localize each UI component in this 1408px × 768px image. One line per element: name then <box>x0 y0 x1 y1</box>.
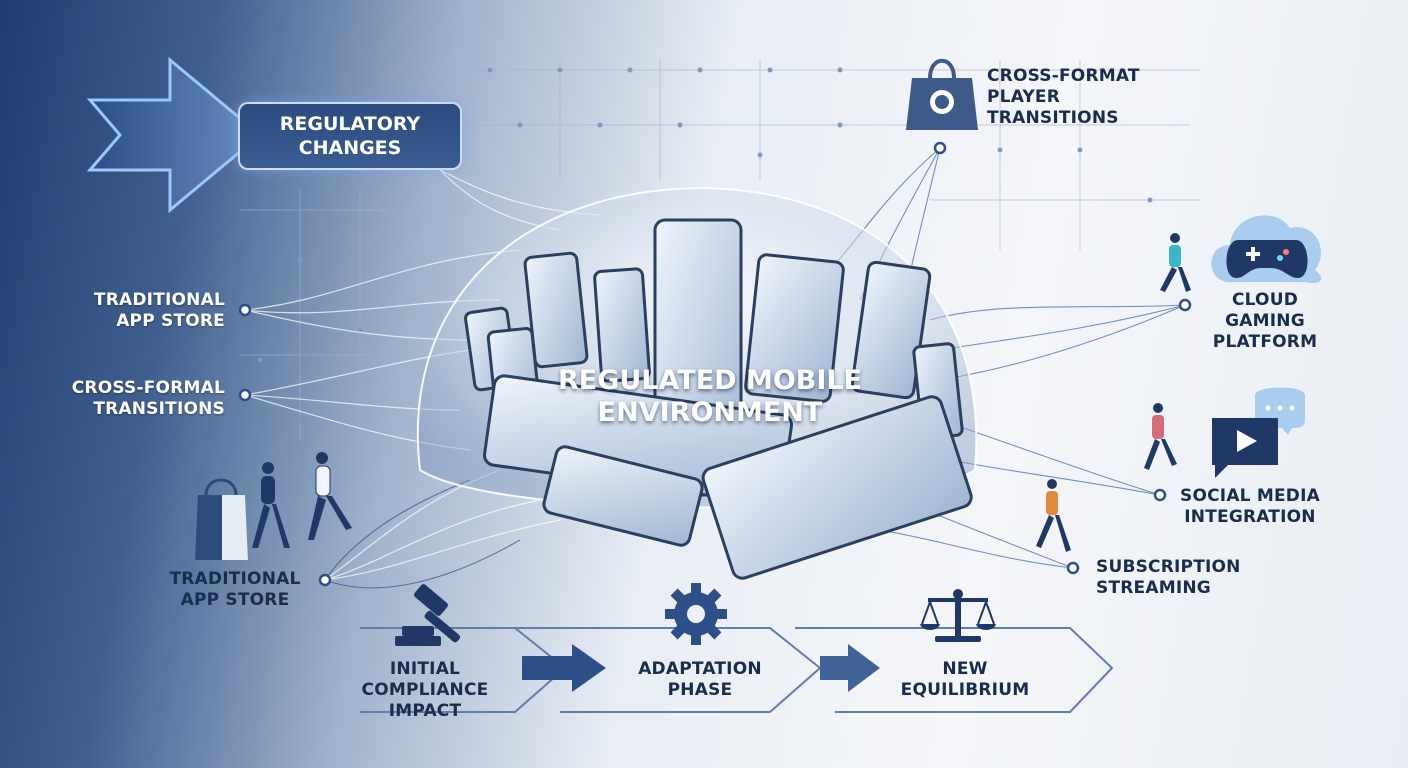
phase-adaptation: ADAPTATION PHASE <box>638 659 762 700</box>
label-subscription-streaming: SUBSCRIPTION STREAMING <box>1096 557 1241 598</box>
people-figures <box>252 233 1191 552</box>
phase-arrow-1 <box>522 644 606 692</box>
label-cross-formal-transitions: CROSS-FORMAL TRANSITIONS <box>71 378 225 419</box>
gear-icon <box>665 583 727 645</box>
cloud-gamepad-icon <box>1211 215 1322 284</box>
label-traditional-app-store-top: TRADITIONAL APP STORE <box>93 290 225 331</box>
regulatory-changes-label: REGULATORY CHANGES <box>279 113 421 159</box>
regulated-mobile-environment-title: REGULATED MOBILE ENVIRONMENT <box>557 365 863 428</box>
phase-initial-compliance-impact: INITIAL COMPLIANCE IMPACT <box>361 659 489 721</box>
shopping-bag-icon-bottom <box>195 478 248 560</box>
regulatory-arrow <box>86 56 263 214</box>
connection-nodes <box>238 141 1192 587</box>
label-cross-format-player-transitions: CROSS-FORMAT PLAYER TRANSITIONS <box>987 66 1140 128</box>
gavel-icon <box>395 584 461 646</box>
label-cloud-gaming-platform: CLOUD GAMING PLATFORM <box>1212 290 1318 352</box>
regulatory-changes-banner: REGULATORY CHANGES <box>240 104 460 168</box>
video-chat-icon <box>1212 387 1305 478</box>
device-cluster <box>464 218 973 580</box>
phase-new-equilibrium: NEW EQUILIBRIUM <box>900 659 1030 700</box>
phase-arrow-2 <box>820 644 880 692</box>
grid-dots <box>257 67 1153 423</box>
shopping-bag-icon-top <box>906 58 978 130</box>
scales-icon <box>920 589 996 642</box>
label-social-media-integration: SOCIAL MEDIA INTEGRATION <box>1180 486 1320 527</box>
label-traditional-app-store-bottom: TRADITIONAL APP STORE <box>169 569 301 610</box>
dot-grid <box>240 60 1200 440</box>
